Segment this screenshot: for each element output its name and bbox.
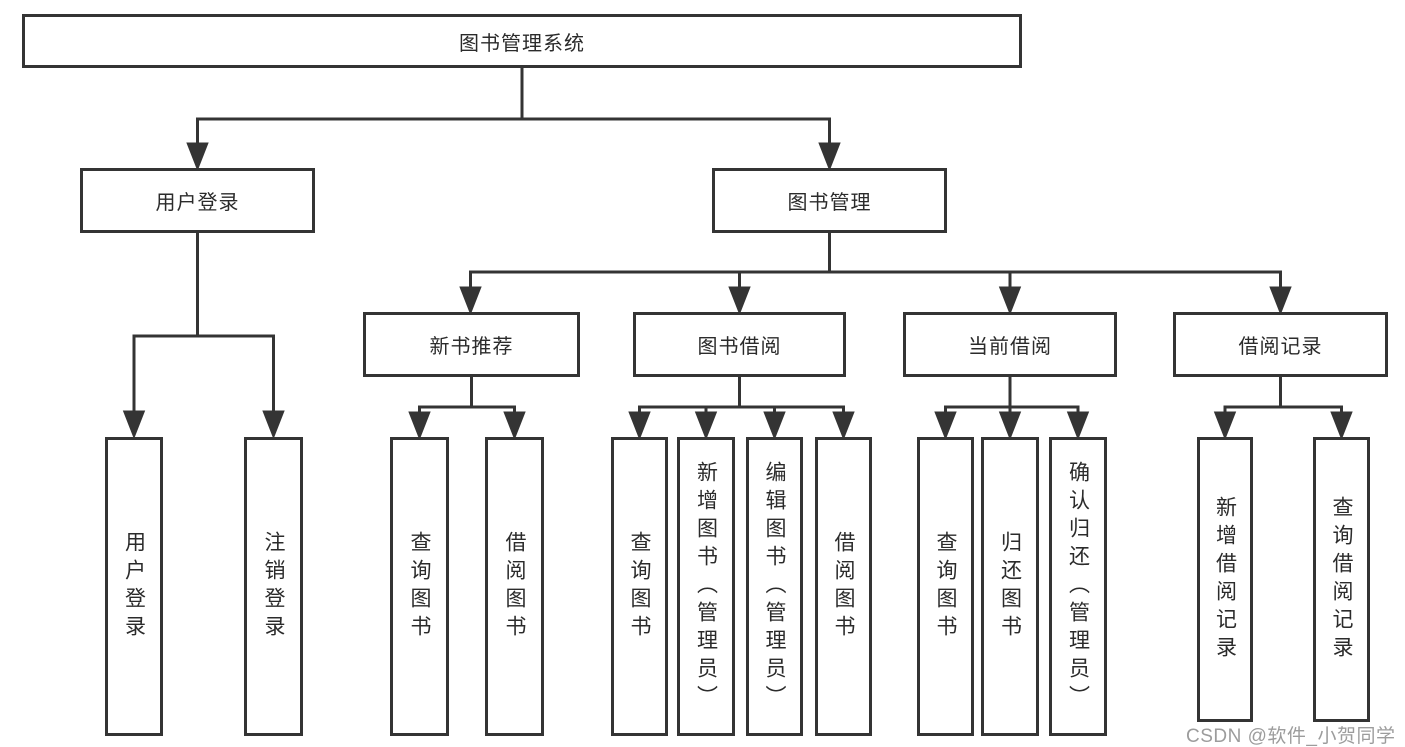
node-label: 查询图书 <box>934 530 957 643</box>
node-label: 图书借阅 <box>697 336 782 358</box>
node-label: 新书推荐 <box>429 336 514 358</box>
node-label: 借阅图书 <box>503 530 526 643</box>
leaf-bb-borrow-book: 借阅图书 <box>815 437 872 736</box>
node-label: 新增借阅记录 <box>1213 495 1237 664</box>
leaf-bb-edit-book-admin: 编辑图书（管理员） <box>746 437 803 736</box>
leaf-logout: 注销登录 <box>244 437 303 736</box>
leaf-bb-query-book: 查询图书 <box>611 437 668 736</box>
node-label: 借阅图书 <box>832 530 855 643</box>
node-label: 查询借阅记录 <box>1330 495 1353 664</box>
leaf-cb-confirm-return-admin: 确认归还（管理员） <box>1049 437 1107 736</box>
leaf-cb-query-book: 查询图书 <box>917 437 974 736</box>
leaf-cb-return-book: 归还图书 <box>981 437 1039 736</box>
node-label: 注销登录 <box>262 530 285 643</box>
node-current-borrow: 当前借阅 <box>903 312 1117 377</box>
node-label: 借阅记录 <box>1238 336 1323 358</box>
node-label: 图书管理系统 <box>459 32 585 55</box>
node-label: 编辑图书（管理员） <box>763 460 786 713</box>
node-root-library-system: 图书管理系统 <box>22 14 1022 68</box>
node-user-login: 用户登录 <box>80 168 315 233</box>
node-book-management: 图书管理 <box>712 168 947 233</box>
leaf-bb-add-book-admin: 新增图书（管理员） <box>677 437 735 736</box>
node-book-borrow: 图书借阅 <box>633 312 846 377</box>
node-label: 查询图书 <box>408 530 431 643</box>
node-label: 当前借阅 <box>968 336 1052 358</box>
leaf-br-query-record: 查询借阅记录 <box>1313 437 1370 722</box>
leaf-br-add-record: 新增借阅记录 <box>1197 437 1253 722</box>
leaf-nbr-query-book: 查询图书 <box>390 437 449 736</box>
node-label: 查询图书 <box>628 530 651 643</box>
node-label: 归还图书 <box>998 530 1022 643</box>
leaf-user-login: 用户登录 <box>105 437 163 736</box>
leaf-nbr-borrow-book: 借阅图书 <box>485 437 544 736</box>
node-label: 用户登录 <box>155 192 240 214</box>
node-new-book-recommend: 新书推荐 <box>363 312 580 377</box>
node-label: 用户登录 <box>122 530 146 643</box>
node-label: 新增图书（管理员） <box>694 460 718 713</box>
node-label: 图书管理 <box>787 192 872 214</box>
node-label: 确认归还（管理员） <box>1066 460 1090 713</box>
node-borrow-record: 借阅记录 <box>1173 312 1388 377</box>
csdn-watermark: CSDN @软件_小贺同学 <box>1186 726 1396 747</box>
